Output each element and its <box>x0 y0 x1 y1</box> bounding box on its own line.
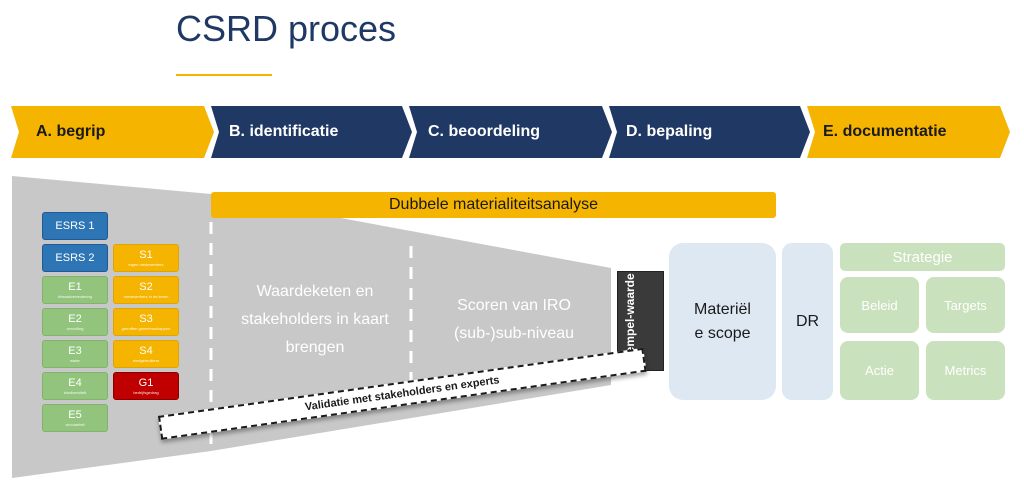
g1-code: G1 <box>138 377 154 389</box>
step-d-chevron <box>609 106 810 158</box>
step-b-label: B. identificatie <box>229 123 339 140</box>
step-d-label: D. bepaling <box>626 123 713 140</box>
s2-sub: medewerkers in de keten <box>123 294 169 299</box>
double-materiality-bar: Dubbele materialiteitsanalyse <box>211 192 776 218</box>
page-title: CSRD proces <box>176 8 397 49</box>
e4-sub: biodiversiteit <box>63 390 87 395</box>
e2-code: E2 <box>68 313 82 325</box>
e4-code: E4 <box>68 377 82 389</box>
step-c-label: C. beoordeling <box>428 123 540 140</box>
e1-sub: klimaatverandering <box>58 294 92 299</box>
e5-code: E5 <box>68 409 82 421</box>
strategy-header: Strategie <box>840 243 1005 271</box>
dr-box: DR <box>782 243 833 400</box>
s4-sub: eindgebruikers <box>132 358 160 363</box>
step-c-chevron <box>409 106 612 158</box>
phase-c-text: Scoren van IRO (sub-)sub-niveau <box>453 297 575 342</box>
strategy-policy-box: Beleid <box>840 277 919 333</box>
strategy-action-box: Actie <box>840 341 919 400</box>
strategy-targets-box: Targets <box>926 277 1005 333</box>
e1-code: E1 <box>68 281 82 293</box>
s1-code: S1 <box>139 249 153 261</box>
esrs2-label: ESRS 2 <box>55 252 95 264</box>
esrs1-label: ESRS 1 <box>55 220 95 232</box>
e3-box: E3 water <box>42 340 108 368</box>
s4-box: S4 eindgebruikers <box>113 340 179 368</box>
strategy-metrics-box: Metrics <box>926 341 1005 400</box>
strategy-policy-label: Beleid <box>861 297 898 313</box>
step-e-label: E. documentatie <box>823 123 947 140</box>
step-a-chevron <box>11 106 214 158</box>
s1-sub: eigen medewerkers <box>128 262 164 267</box>
g1-box: G1 bedrijfsgedrag <box>113 372 179 400</box>
s3-box: S3 getroffen gemeenschappen <box>113 308 179 336</box>
e3-sub: water <box>70 358 80 363</box>
strategy-title: Strategie <box>892 248 953 266</box>
e3-code: E3 <box>68 345 82 357</box>
strategy-targets-label: Targets <box>944 297 987 313</box>
step-a-label: A. begrip <box>36 123 106 140</box>
esrs1-box: ESRS 1 <box>42 212 108 240</box>
esrs2-box: ESRS 2 <box>42 244 108 272</box>
material-scope-box: Materiël e scope <box>669 243 776 400</box>
dr-label: DR <box>795 312 820 330</box>
g1-sub: bedrijfsgedrag <box>133 390 159 395</box>
s2-code: S2 <box>139 281 153 293</box>
strategy-action-label: Actie <box>865 363 894 378</box>
e4-box: E4 biodiversiteit <box>42 372 108 400</box>
s1-box: S1 eigen medewerkers <box>113 244 179 272</box>
step-b-chevron <box>211 106 412 158</box>
e2-sub: vervuiling <box>66 326 84 331</box>
s3-sub: getroffen gemeenschappen <box>121 326 171 331</box>
e2-box: E2 vervuiling <box>42 308 108 336</box>
s4-code: S4 <box>139 345 153 357</box>
s3-code: S3 <box>139 313 153 325</box>
material-scope-label: Materiël e scope <box>694 300 751 342</box>
step-e-chevron <box>807 106 1010 158</box>
title-underline <box>176 74 272 76</box>
phase-b-text: Waardeketen en stakeholders in kaart bre… <box>241 283 389 356</box>
e1-box: E1 klimaatverandering <box>42 276 108 304</box>
e5-sub: circulariteit <box>65 422 85 427</box>
strategy-metrics-label: Metrics <box>944 363 987 378</box>
e5-box: E5 circulariteit <box>42 404 108 432</box>
s2-box: S2 medewerkers in de keten <box>113 276 179 304</box>
